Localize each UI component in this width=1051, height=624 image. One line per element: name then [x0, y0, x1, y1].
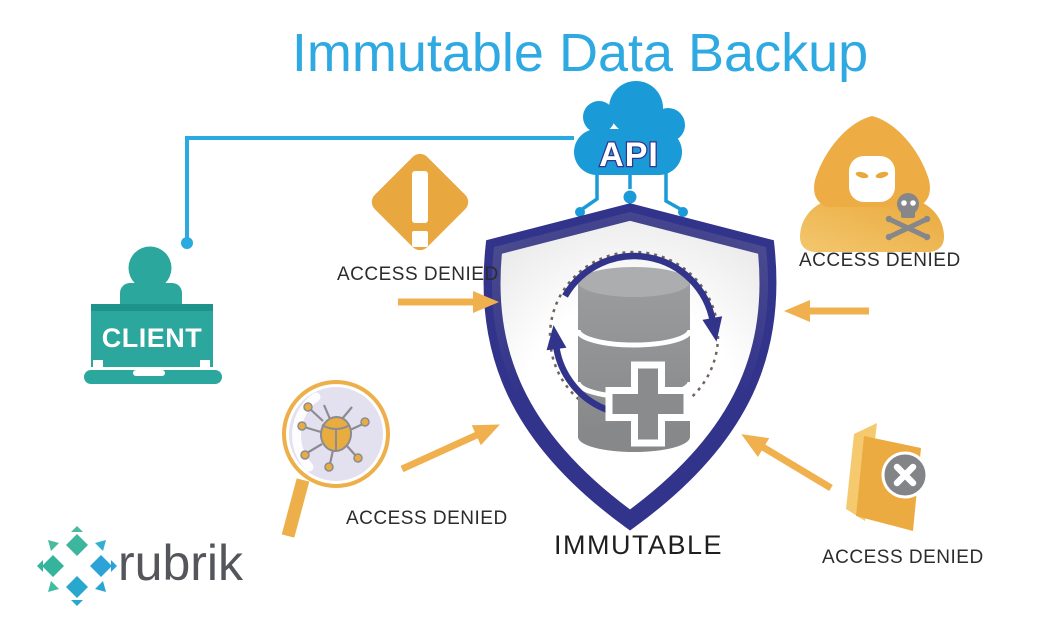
- rubrik-logo-icon: [37, 526, 117, 606]
- magnifier-bug-icon: [281, 380, 390, 538]
- client-label: CLIENT: [102, 323, 203, 353]
- page-title: Immutable Data Backup: [291, 23, 869, 83]
- bug-icon: [297, 402, 370, 472]
- access-denied-label-malware: ACCESS DENIED: [346, 508, 508, 529]
- warning-diamond-icon: [371, 153, 469, 251]
- skull-icon: [885, 193, 931, 241]
- api-label: API: [599, 136, 659, 174]
- client-api-connector: [181, 136, 574, 249]
- folder-x-icon: [846, 423, 929, 531]
- access-denied-label-hacker: ACCESS DENIED: [799, 250, 961, 271]
- plus-icon: [605, 361, 691, 447]
- access-denied-label-deletion: ACCESS DENIED: [822, 547, 984, 568]
- immutable-caption: IMMUTABLE: [554, 530, 724, 560]
- rubrik-wordmark: rubrik: [118, 535, 244, 591]
- database-sync-group: [546, 250, 723, 452]
- denied-arrow-deletion: [741, 434, 833, 492]
- denied-arrow-malware: [400, 424, 500, 473]
- access-denied-label-alert: ACCESS DENIED: [337, 264, 499, 285]
- hacker-icon: [800, 116, 944, 252]
- client-icon: CLIENT: [84, 246, 222, 384]
- api-cloud-icon: API: [574, 81, 685, 175]
